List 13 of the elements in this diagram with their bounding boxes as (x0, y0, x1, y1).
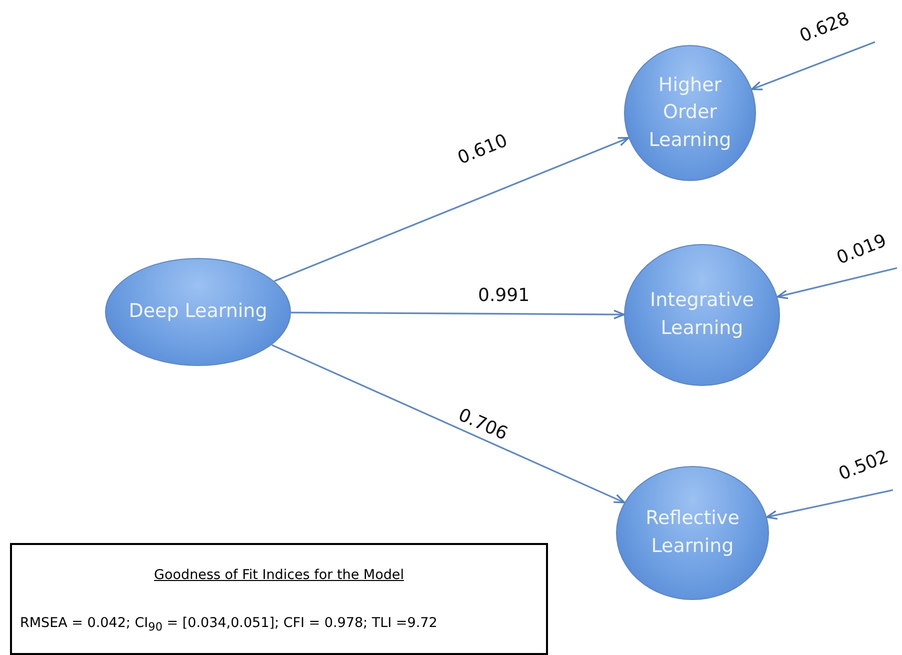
variable-name: Reflective Learning (644, 506, 740, 559)
path-arrow (291, 310, 625, 320)
variable-name: Higher Order Learning (648, 72, 732, 153)
path-arrow (271, 344, 626, 504)
variable-name: Deep Learning (128, 299, 268, 324)
path-arrow (751, 41, 876, 90)
fit-indices-box (10, 543, 548, 655)
box-title: Goodness of Fit Indices for the Model (153, 567, 405, 583)
path-arrow (766, 489, 894, 520)
path-arrow (274, 137, 630, 282)
variable-name: Integrative Learning (649, 288, 755, 341)
fit-indices-text: RMSEA = 0.042; CI$_{90}$ = [0.034,0.051]; CFI = 0.978; TLI =9.72 (20, 615, 438, 634)
path-arrow (776, 267, 898, 300)
